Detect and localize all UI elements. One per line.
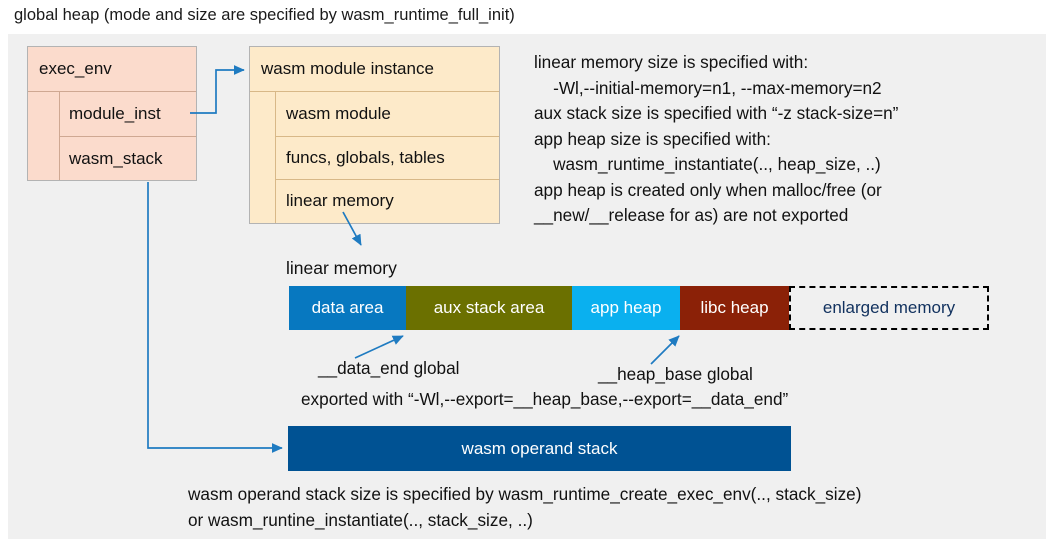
operand-stack-notes: wasm operand stack size is specified by … xyxy=(188,484,862,530)
exported-with-annotation: exported with “-Wl,--export=__heap_base,… xyxy=(301,389,789,409)
exec-env-box: exec_env module_inst wasm_stack xyxy=(27,46,197,181)
memory-segment-app-heap: app heap xyxy=(572,286,680,330)
exec-env-field-wasm-stack: wasm_stack xyxy=(59,136,196,180)
exec-env-title: exec_env xyxy=(28,47,196,92)
linear-memory-label: linear memory xyxy=(286,258,397,278)
memory-segment-libc-heap: libc heap xyxy=(680,286,789,330)
memory-segment-enlarged-memory: enlarged memory xyxy=(789,286,989,330)
linear-memory-notes: linear memory size is specified with: -W… xyxy=(534,52,899,225)
module-instance-title: wasm module instance xyxy=(250,47,499,92)
exec-env-field-module-inst: module_inst xyxy=(59,92,196,136)
heap-base-annotation: __heap_base global xyxy=(598,364,753,384)
wasm-operand-stack-box: wasm operand stack xyxy=(288,426,791,471)
module-instance-field-linear-memory: linear memory xyxy=(275,179,499,223)
memory-segment-aux-stack-area: aux stack area xyxy=(406,286,572,330)
data-end-annotation: __data_end global xyxy=(318,358,460,378)
memory-segment-data-area: data area xyxy=(289,286,406,330)
wasm-module-instance-box: wasm module instance wasm module funcs, … xyxy=(249,46,500,224)
diagram-caption: global heap (mode and size are specified… xyxy=(14,6,515,24)
module-instance-field-wasm-module: wasm module xyxy=(275,92,499,136)
module-instance-field-funcs-globals-tables: funcs, globals, tables xyxy=(275,135,499,180)
